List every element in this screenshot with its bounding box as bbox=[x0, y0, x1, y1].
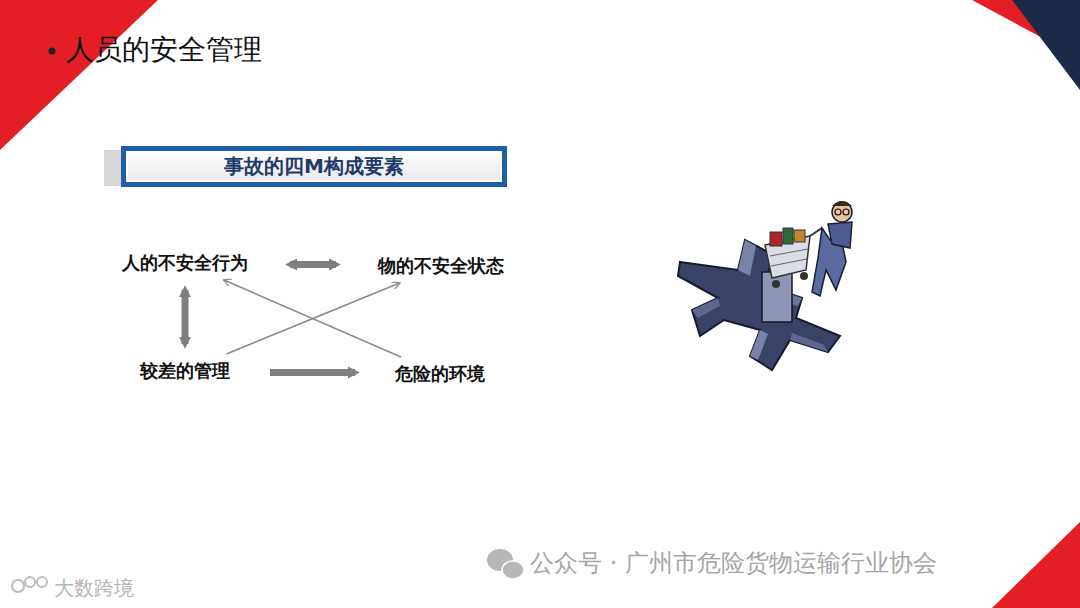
factor-text: 较差的管理 bbox=[140, 360, 230, 382]
bullet bbox=[49, 48, 56, 55]
corner-triangle-dark bbox=[1012, 0, 1080, 90]
block-arrow bbox=[182, 290, 189, 344]
relation-line bbox=[224, 280, 401, 357]
factor-node: 人的不安全行为 bbox=[118, 250, 252, 276]
block-arrow bbox=[270, 369, 355, 376]
factor-text: 人的不安全行为 bbox=[122, 252, 248, 274]
banner-text: 事故的四M构成要素 bbox=[146, 156, 482, 177]
pit-illustration bbox=[678, 201, 852, 370]
factor-node: 危险的环境 bbox=[391, 361, 489, 387]
factor-text: 物的不安全状态 bbox=[378, 255, 504, 277]
heading-banner: 事故的四M构成要素 bbox=[121, 146, 507, 187]
block-arrow bbox=[290, 261, 336, 268]
watermark-text: 公众号 · 广州市危险货物运输行业协会 bbox=[530, 549, 937, 578]
wechat-icon bbox=[487, 549, 524, 579]
slide-title: 人员的安全管理 bbox=[66, 33, 262, 67]
factor-text: 危险的环境 bbox=[395, 363, 485, 385]
watermark-text: 大数跨境 bbox=[54, 576, 134, 600]
corner-triangle bbox=[0, 0, 158, 150]
watermark-logo bbox=[12, 577, 47, 592]
factor-node: 物的不安全状态 bbox=[374, 253, 508, 279]
factor-node: 较差的管理 bbox=[136, 358, 234, 384]
corner-triangle bbox=[992, 522, 1080, 608]
